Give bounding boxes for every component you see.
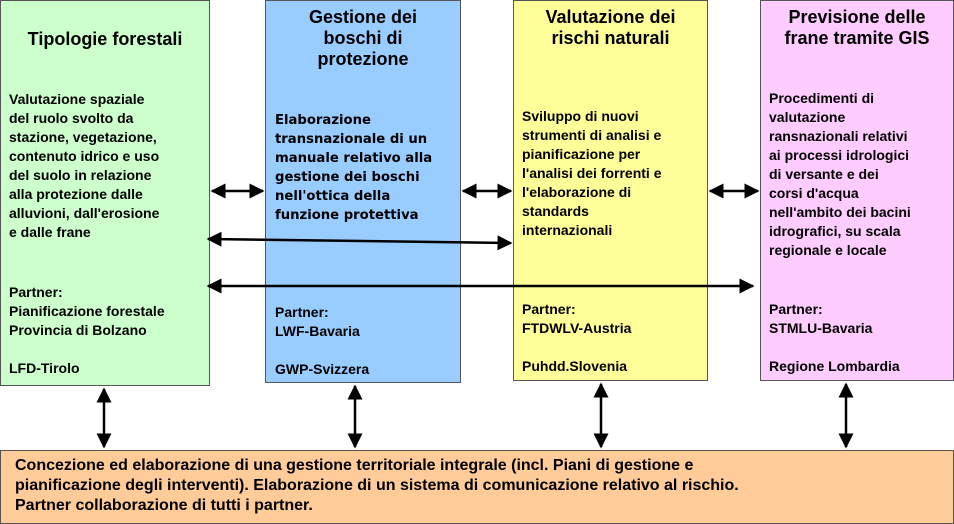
box-description: Elaborazione transnazionale di un manual…: [275, 111, 432, 225]
bottom-description: Concezione ed elaborazione di una gestio…: [15, 456, 945, 516]
title-line: Tipologie forestali: [27, 29, 183, 49]
description-line: manuale relativo alla: [275, 151, 433, 166]
description-line: l'analisi dei forrenti e: [522, 165, 662, 181]
description-line: l'elaborazione di: [522, 184, 632, 200]
partner-line: Provincia di Bolzano: [9, 322, 147, 338]
partner-line: Regione Lombardia: [769, 358, 900, 374]
title-line: Gestione dei: [308, 7, 418, 27]
box-partners: Partner: STMLU-Bavaria Regione Lombardia: [769, 300, 900, 376]
box-valutazione-rischi: Valutazione dei rischi naturali Sviluppo…: [513, 0, 708, 381]
description-line: standards: [522, 203, 589, 219]
description-line: Elaborazione: [275, 113, 371, 128]
description-line: Sviluppo di nuovi: [522, 108, 639, 124]
description-line: Procedimenti di: [769, 90, 875, 106]
box-gestione-boschi: Gestione dei boschi di protezione Elabor…: [265, 0, 461, 383]
partner-line: Partner:: [9, 284, 63, 300]
partner-line: STMLU-Bavaria: [769, 320, 873, 336]
title-line: rischi naturali: [551, 28, 670, 48]
partner-line: Puhdd.Slovenia: [522, 358, 628, 374]
partner-line: LFD-Tirolo: [9, 360, 80, 376]
box-description: Procedimenti di valutazione ransnazional…: [769, 89, 911, 260]
title-line: frane tramite GIS: [784, 28, 930, 48]
box-partners: Partner: LWF-Bavaria GWP-Svizzera: [275, 303, 369, 379]
description-line: e dalle frane: [9, 224, 91, 240]
box-description: Sviluppo di nuovi strumenti di analisi e…: [522, 107, 661, 240]
description-line: strumenti di analisi e: [522, 127, 662, 143]
box-partners: Partner: Pianificazione forestale Provin…: [9, 283, 165, 378]
description-line: valutazione: [769, 109, 846, 125]
title-line: protezione: [317, 49, 409, 69]
partner-line: FTDWLV-Austria: [522, 320, 632, 336]
partner-line: Pianificazione forestale: [9, 303, 165, 319]
description-line: stazione, vegetazione,: [9, 129, 157, 145]
description-line: funzione protettiva: [275, 208, 419, 223]
partner-line: Partner:: [769, 301, 823, 317]
box-title: Previsione delle frane tramite GIS: [761, 7, 953, 49]
title-line: Valutazione dei: [545, 7, 676, 27]
box-title: Gestione dei boschi di protezione: [266, 7, 460, 70]
box-title: Valutazione dei rischi naturali: [514, 7, 707, 49]
description-line: Valutazione spaziale: [9, 91, 145, 107]
bottom-line: pianificazione degli interventi). Elabor…: [15, 477, 739, 494]
description-line: regionale e locale: [769, 242, 887, 258]
box-partners: Partner: FTDWLV-Austria Puhdd.Slovenia: [522, 300, 631, 376]
description-line: corsi d'acqua: [769, 185, 859, 201]
box-description: Valutazione spaziale del ruolo svolto da…: [9, 90, 159, 242]
description-line: nell'ottica della: [275, 189, 391, 204]
title-line: Previsione delle: [788, 7, 926, 27]
box-gestione-integrale: Concezione ed elaborazione di una gestio…: [0, 450, 954, 524]
bottom-line: Partner collaborazione di tutti i partne…: [15, 497, 313, 514]
description-line: pianificazione per: [522, 146, 641, 162]
partner-line: Partner:: [522, 301, 576, 317]
description-line: gestione dei boschi: [275, 170, 420, 185]
description-line: del ruolo svolto da: [9, 110, 134, 126]
partner-line: Partner:: [275, 304, 329, 320]
partner-line: GWP-Svizzera: [275, 361, 370, 377]
description-line: di versante e dei: [769, 166, 879, 182]
description-line: contenuto idrico e uso: [9, 148, 160, 164]
description-line: transnazionale di un: [275, 132, 428, 147]
title-line: boschi di: [323, 28, 403, 48]
description-line: nell'ambito dei bacini: [769, 204, 911, 220]
bottom-line: Concezione ed elaborazione di una gestio…: [15, 457, 694, 474]
box-tipologie-forestali: Tipologie forestali Valutazione spaziale…: [0, 0, 210, 386]
description-line: idrografici, su scala: [769, 223, 901, 239]
description-line: internazionali: [522, 222, 613, 238]
description-line: ransnazionali relativi: [769, 128, 908, 144]
box-title: Tipologie forestali: [1, 29, 209, 50]
description-line: alla protezione dalle: [9, 186, 143, 202]
partner-line: LWF-Bavaria: [275, 323, 360, 339]
description-line: del suolo in relazione: [9, 167, 152, 183]
description-line: ai processi idrologici: [769, 147, 910, 163]
arrow-box1-box3: [206, 231, 513, 251]
description-line: alluvioni, dall'erosione: [9, 205, 160, 221]
box-previsione-frane: Previsione delle frane tramite GIS Proce…: [760, 0, 954, 381]
